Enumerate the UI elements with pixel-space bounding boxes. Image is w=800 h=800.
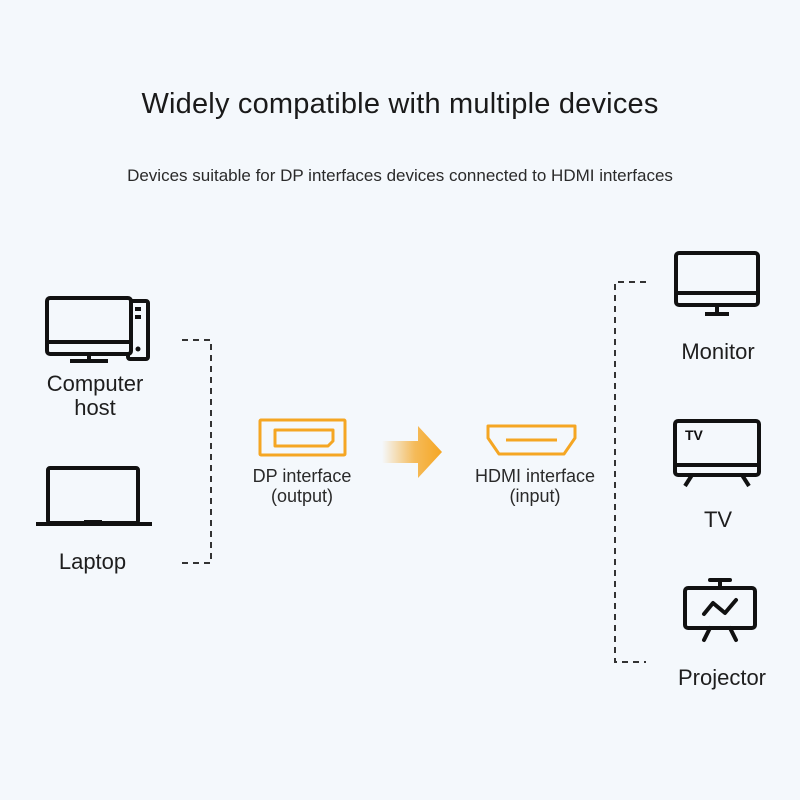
- tv-icon-text: TV: [685, 427, 704, 443]
- desktop-computer-icon: [45, 296, 150, 363]
- monitor-label: Monitor: [681, 339, 755, 364]
- page-subtitle: Devices suitable for DP interfaces devic…: [127, 166, 673, 185]
- projector-label: Projector: [677, 665, 767, 690]
- dp-interface-label: DP interface (output): [232, 466, 372, 506]
- dp-label-line2: (output): [270, 486, 334, 506]
- hdmi-label-line1: HDMI interface: [474, 466, 596, 486]
- tv-icon: TV: [673, 419, 761, 488]
- computer-host-label-line2: host: [74, 395, 116, 420]
- laptop-icon: [36, 466, 152, 526]
- arrow-right-icon: [382, 426, 442, 478]
- laptop-label: Laptop: [58, 549, 127, 574]
- hdmi-interface-label: HDMI interface (input): [460, 466, 610, 506]
- dp-label-line1: DP interface: [252, 466, 352, 486]
- displayport-icon: [258, 418, 347, 457]
- left-bracket-line: [182, 339, 212, 564]
- computer-host-label-line1: Computer: [46, 371, 144, 396]
- right-bracket-line: [614, 281, 646, 663]
- page-title: Widely compatible with multiple devices: [141, 88, 659, 120]
- hdmi-port-icon: [486, 424, 577, 456]
- monitor-icon: [674, 251, 760, 316]
- computer-host-label: Computer host: [20, 372, 170, 420]
- tv-label: TV: [703, 507, 733, 532]
- projector-icon: [683, 578, 757, 642]
- hdmi-label-line2: (input): [509, 486, 561, 506]
